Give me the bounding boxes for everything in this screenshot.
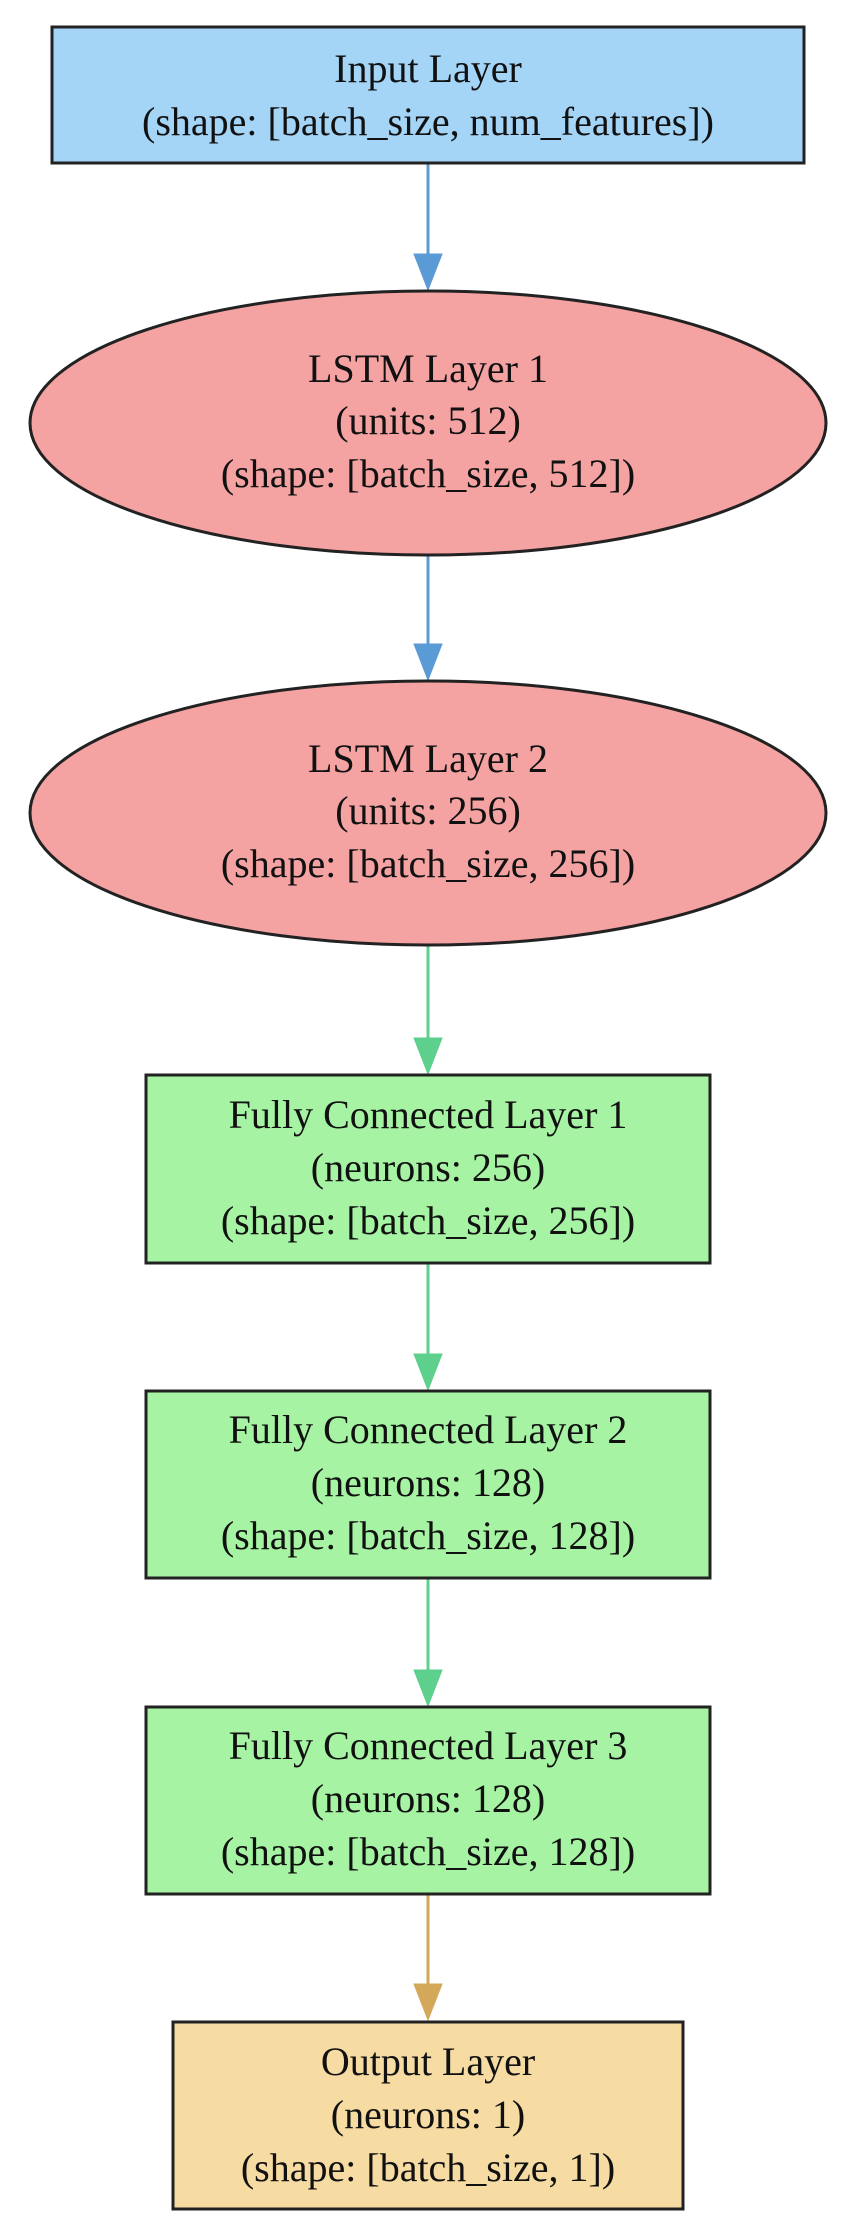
edge-lstm2-fc1 [413, 945, 443, 1076]
node-shape-label: (shape: [batch_size, 256]) [221, 1198, 635, 1243]
edges [413, 163, 443, 2022]
nodes: Input Layer (shape: [batch_size, num_fea… [28, 25, 828, 2211]
node-lstm-layer-1: LSTM Layer 1 (units: 512) (shape: [batch… [28, 289, 828, 557]
edge-input-lstm1 [413, 163, 443, 292]
node-shape [28, 289, 828, 557]
node-neurons-label: (neurons: 256) [311, 1145, 545, 1190]
node-title: Fully Connected Layer 1 [229, 1092, 628, 1137]
node-shape-label: (shape: [batch_size, 128]) [221, 1513, 635, 1558]
node-title: LSTM Layer 2 [308, 736, 548, 781]
edge-fc1-fc2 [413, 1263, 443, 1392]
node-shape [50, 25, 806, 165]
node-neurons-label: (neurons: 1) [331, 2092, 525, 2137]
node-lstm-layer-2: LSTM Layer 2 (units: 256) (shape: [batch… [28, 679, 828, 947]
node-shape-label: (shape: [batch_size, 512]) [221, 451, 635, 496]
node-title: Fully Connected Layer 2 [229, 1407, 628, 1452]
edge-arrowhead [413, 1037, 443, 1076]
edge-arrowhead [413, 1353, 443, 1392]
node-title: Output Layer [321, 2039, 535, 2084]
node-units-label: (units: 512) [335, 398, 521, 443]
node-shape [144, 1073, 712, 1265]
node-title: Input Layer [334, 46, 522, 91]
edge-arrowhead [413, 253, 443, 292]
node-title: LSTM Layer 1 [308, 346, 548, 391]
node-shape [28, 679, 828, 947]
node-shape-label: (shape: [batch_size, num_features]) [142, 99, 714, 144]
edge-fc2-fc3 [413, 1578, 443, 1708]
node-shape-label: (shape: [batch_size, 256]) [221, 841, 635, 886]
node-shape [171, 2020, 685, 2211]
node-fully-connected-layer-2: Fully Connected Layer 2 (neurons: 128) (… [144, 1389, 712, 1580]
edge-lstm1-lstm2 [413, 555, 443, 682]
edge-arrowhead [413, 1983, 443, 2022]
edge-fc3-output [413, 1894, 443, 2022]
node-shape-label: (shape: [batch_size, 128]) [221, 1829, 635, 1874]
node-shape-label: (shape: [batch_size, 1]) [241, 2145, 615, 2190]
node-shape [144, 1705, 712, 1896]
node-neurons-label: (neurons: 128) [311, 1776, 545, 1821]
node-neurons-label: (neurons: 128) [311, 1460, 545, 1505]
node-units-label: (units: 256) [335, 788, 521, 833]
node-shape [144, 1389, 712, 1580]
node-fully-connected-layer-3: Fully Connected Layer 3 (neurons: 128) (… [144, 1705, 712, 1896]
node-output-layer: Output Layer (neurons: 1) (shape: [batch… [171, 2020, 685, 2211]
node-fully-connected-layer-1: Fully Connected Layer 1 (neurons: 256) (… [144, 1073, 712, 1265]
edge-arrowhead [413, 1669, 443, 1708]
node-title: Fully Connected Layer 3 [229, 1723, 628, 1768]
edge-arrowhead [413, 643, 443, 682]
node-input-layer: Input Layer (shape: [batch_size, num_fea… [50, 25, 806, 165]
